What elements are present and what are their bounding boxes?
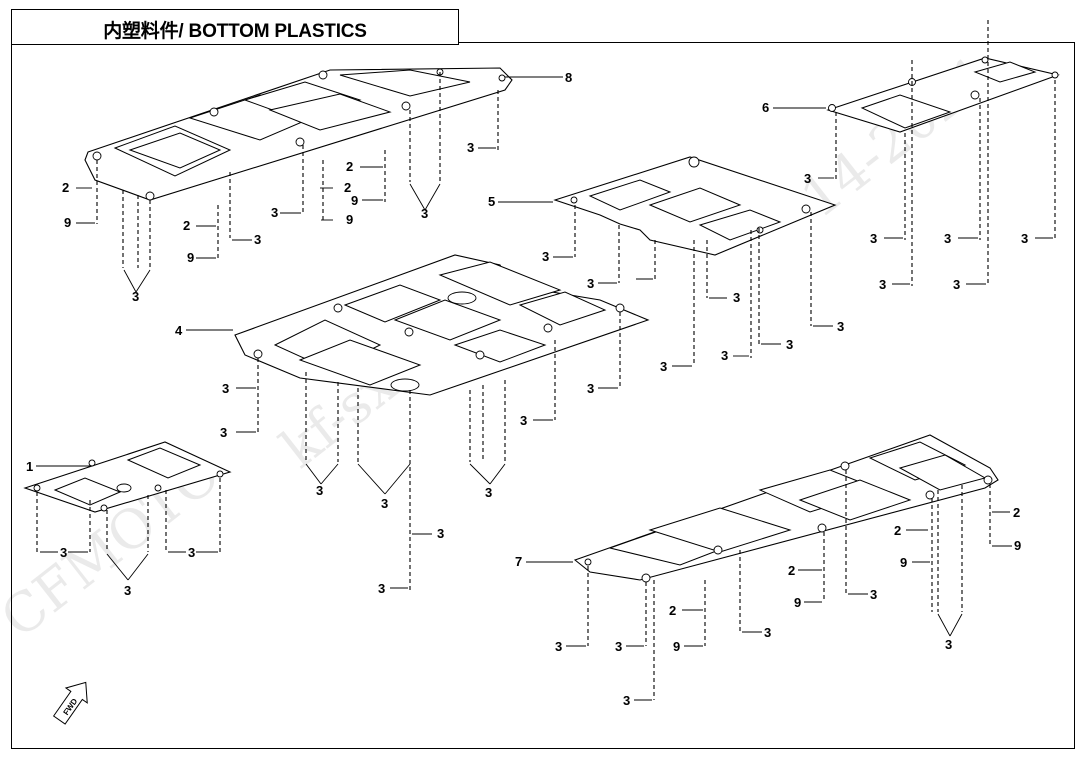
callout-6: 6	[762, 100, 769, 115]
part-4-plate	[234, 254, 650, 396]
callout-3: 3	[485, 485, 492, 500]
callout-3: 3	[786, 337, 793, 352]
callout-9: 9	[1014, 538, 1021, 553]
callout-3: 3	[721, 348, 728, 363]
callout-3: 3	[615, 639, 622, 654]
callout-4: 4	[175, 323, 183, 338]
callout-3: 3	[437, 526, 444, 541]
callout-3: 3	[520, 413, 527, 428]
callout-3: 3	[660, 359, 667, 374]
callout-9: 9	[187, 250, 194, 265]
part-7-bolts	[526, 470, 1012, 701]
title-box: 内塑料件/ BOTTOM PLASTICS	[11, 9, 459, 45]
callout-3: 3	[132, 289, 139, 304]
callout-labels: 8 3 2 2 9 3 9 3 3 2 2 9 3 9 3 6 3 3 3 3 …	[26, 70, 1028, 708]
callout-9: 9	[346, 212, 353, 227]
callout-9: 9	[900, 555, 907, 570]
callout-3: 3	[60, 545, 67, 560]
callout-2: 2	[183, 218, 190, 233]
callout-3: 3	[316, 483, 323, 498]
part-5-bolts	[498, 201, 833, 367]
callout-3: 3	[764, 625, 771, 640]
page-title: 内塑料件/ BOTTOM PLASTICS	[103, 21, 367, 42]
drawing-frame	[11, 42, 1075, 749]
part-6-plate	[826, 56, 1060, 133]
callout-8: 8	[565, 70, 572, 85]
callout-3: 3	[804, 171, 811, 186]
part-7-skid-plate	[573, 434, 999, 583]
callout-3: 3	[222, 381, 229, 396]
part-8-bolts	[76, 72, 563, 293]
callout-9: 9	[64, 215, 71, 230]
callout-3: 3	[381, 496, 388, 511]
callout-2: 2	[669, 603, 676, 618]
callout-9: 9	[794, 595, 801, 610]
callout-3: 3	[623, 693, 630, 708]
callout-3: 3	[467, 140, 474, 155]
callout-3: 3	[124, 583, 131, 598]
callout-2: 2	[346, 159, 353, 174]
callout-7: 7	[515, 554, 522, 569]
callout-3: 3	[271, 205, 278, 220]
callout-3: 3	[870, 231, 877, 246]
callout-3: 3	[733, 290, 740, 305]
callout-3: 3	[1021, 231, 1028, 246]
callout-3: 3	[587, 381, 594, 396]
part-6-bolts	[773, 20, 1056, 286]
callout-2: 2	[344, 180, 351, 195]
callout-3: 3	[945, 637, 952, 652]
callout-2: 2	[1013, 505, 1020, 520]
callout-3: 3	[555, 639, 562, 654]
callout-2: 2	[894, 523, 901, 538]
callout-3: 3	[421, 206, 428, 221]
part-8-skid-plate	[84, 67, 513, 201]
callout-5: 5	[488, 194, 495, 209]
callout-9: 9	[351, 193, 358, 208]
part-1-bolts	[36, 465, 221, 581]
callout-9: 9	[673, 639, 680, 654]
callout-2: 2	[788, 563, 795, 578]
callout-3: 3	[879, 277, 886, 292]
callout-3: 3	[378, 581, 385, 596]
callout-3: 3	[870, 587, 877, 602]
callout-1: 1	[26, 459, 33, 474]
part-5-plate	[553, 156, 837, 256]
callout-3: 3	[188, 545, 195, 560]
callout-3: 3	[944, 231, 951, 246]
callout-3: 3	[254, 232, 261, 247]
callout-3: 3	[953, 277, 960, 292]
callout-3: 3	[837, 319, 844, 334]
part-4-bolts	[186, 312, 621, 590]
callout-3: 3	[542, 249, 549, 264]
callout-2: 2	[62, 180, 69, 195]
callout-3: 3	[220, 425, 227, 440]
part-1-plate	[23, 441, 232, 513]
callout-3: 3	[587, 276, 594, 291]
fwd-arrow-icon: FWD	[52, 681, 88, 725]
